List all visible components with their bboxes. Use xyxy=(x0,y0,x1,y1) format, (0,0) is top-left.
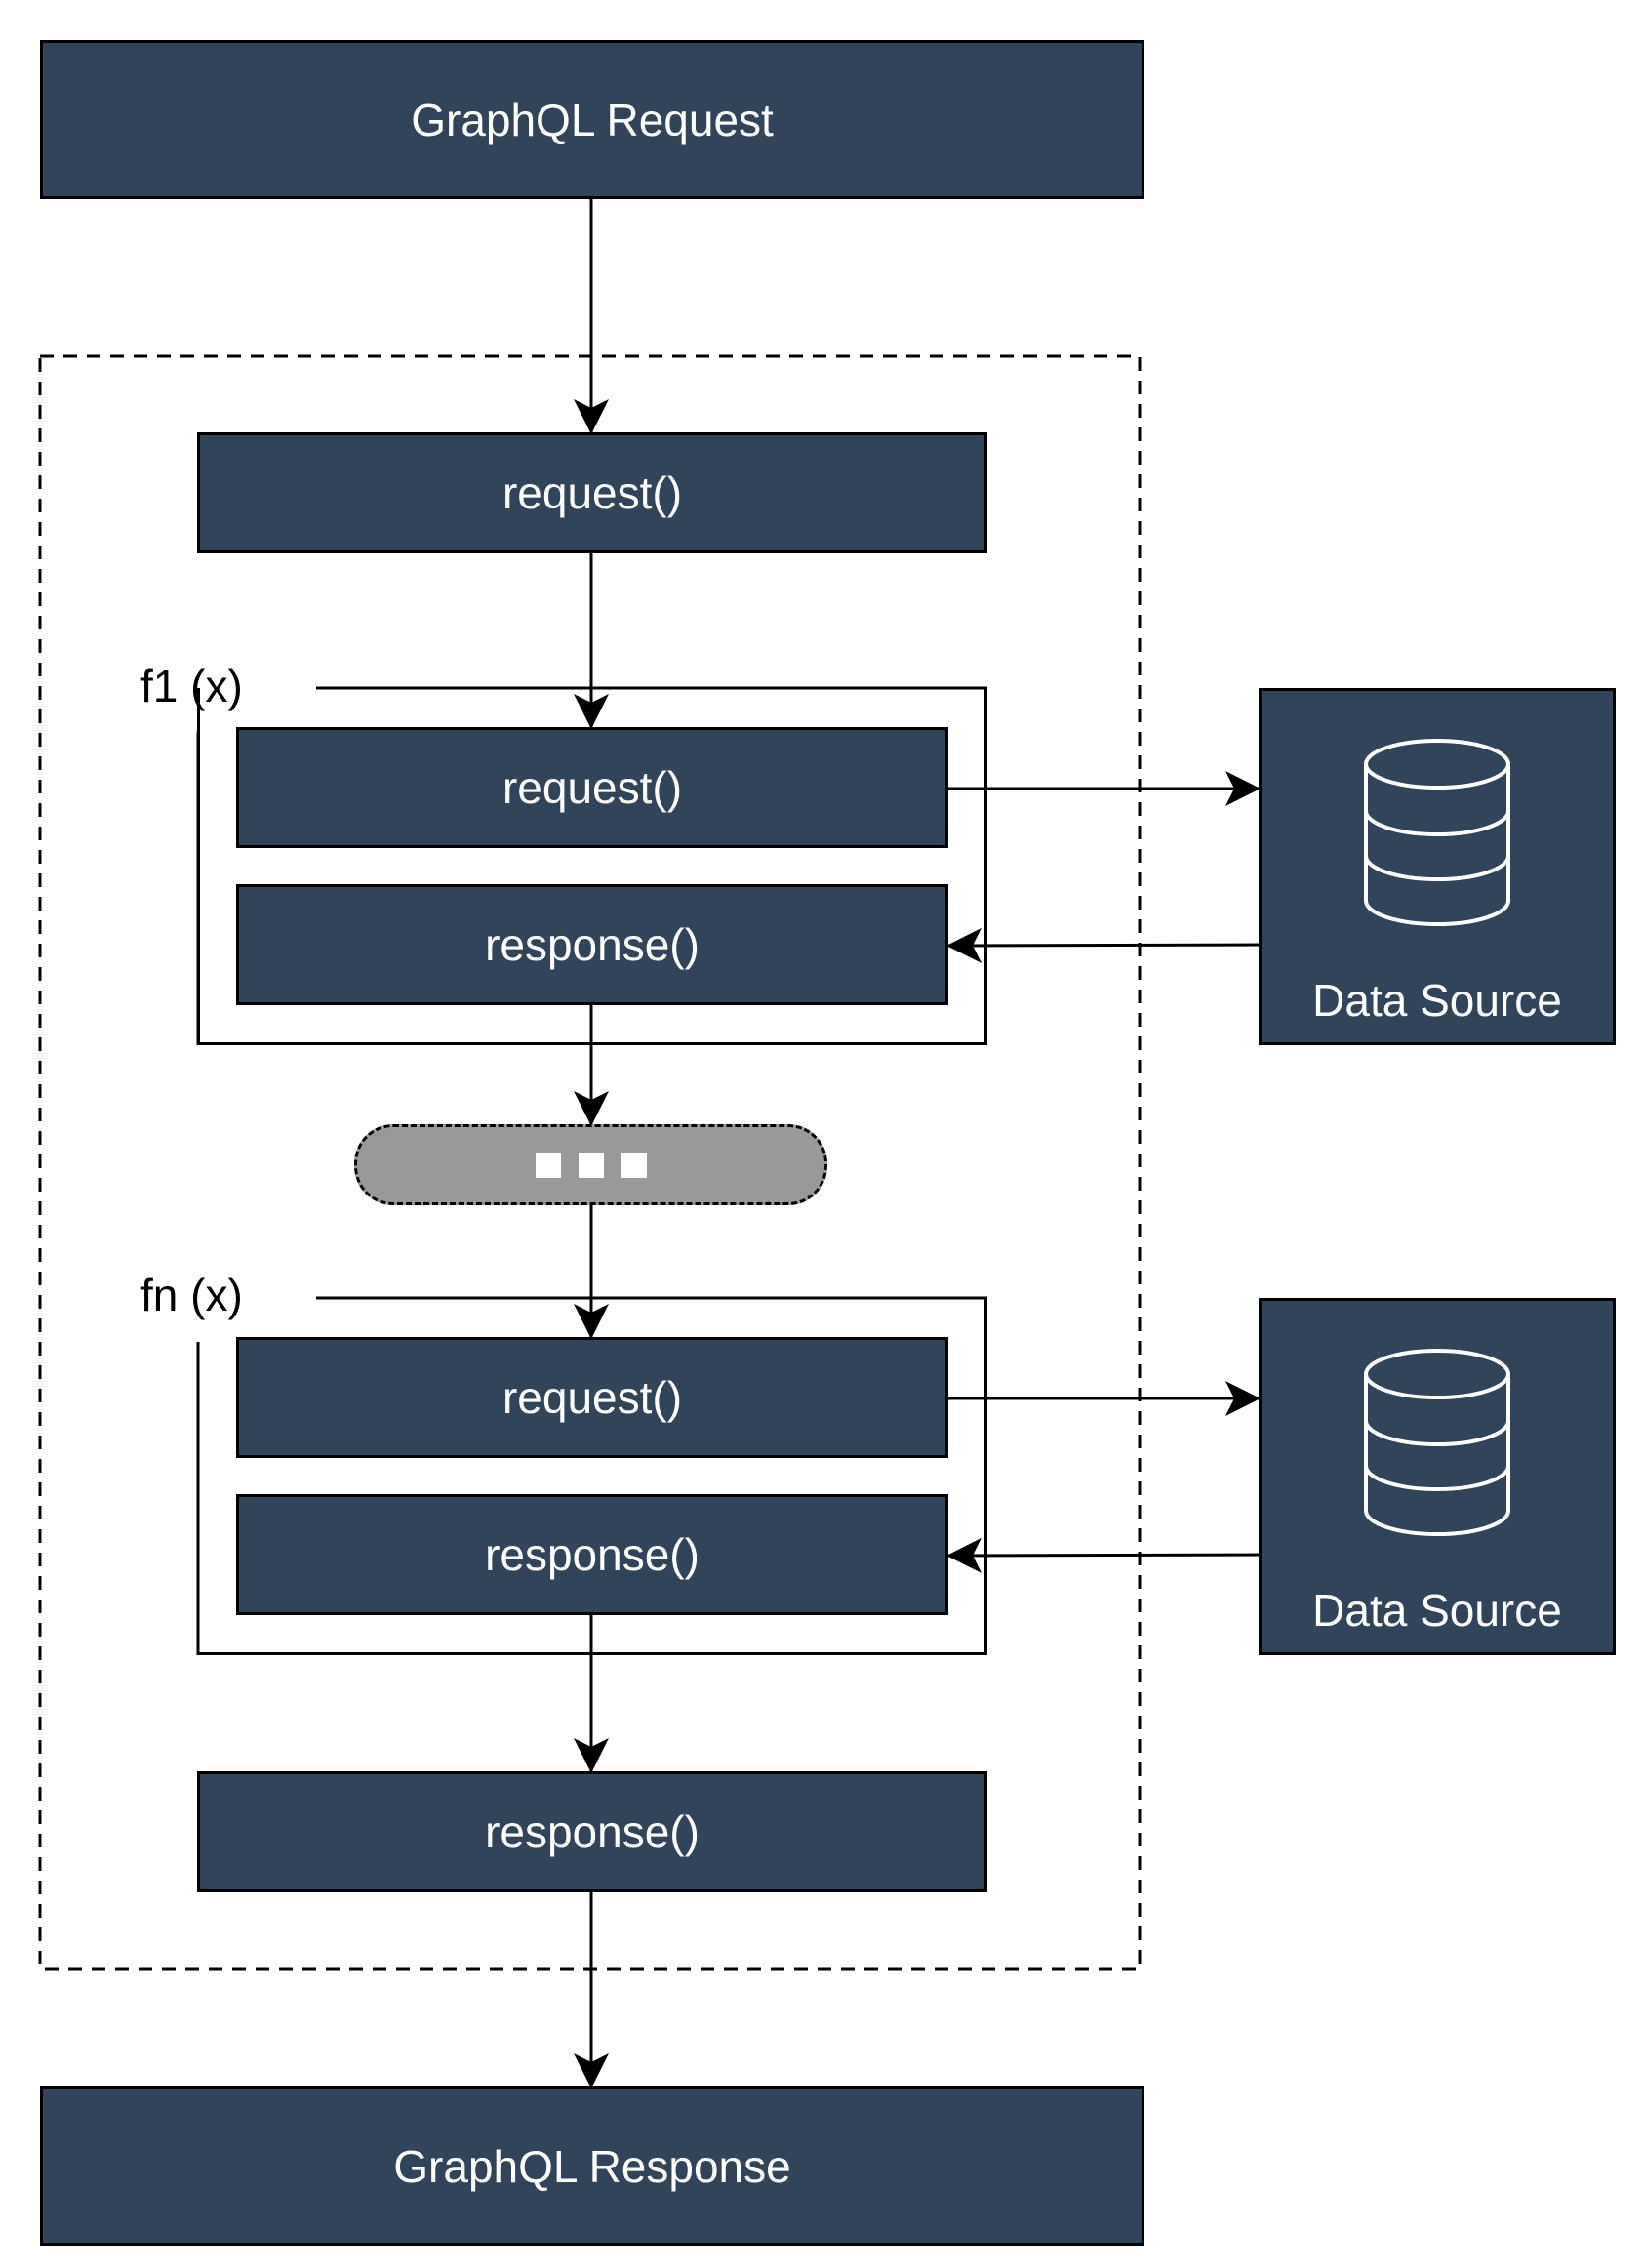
resolver-fn-label: fn (x) xyxy=(140,1270,243,1320)
database-icon xyxy=(1364,1349,1510,1536)
resolver-fn-group xyxy=(197,1298,987,1655)
resolver-fn-response-label: response() xyxy=(485,1529,700,1580)
resolver-fn-request-box: request() xyxy=(236,1337,948,1458)
graphql-request-label: GraphQL Request xyxy=(411,94,774,145)
resolver-f1-response-box: response() xyxy=(236,884,948,1005)
resolver-fn-response-box: response() xyxy=(236,1494,948,1615)
data-source-fn: Data Source xyxy=(1259,1298,1616,1655)
ellipsis-dot xyxy=(621,1152,647,1178)
ellipsis-dot xyxy=(578,1152,604,1178)
database-icon xyxy=(1364,739,1510,926)
resolver-fn-request-label: request() xyxy=(501,1372,683,1423)
pipeline-request-box: request() xyxy=(197,432,987,553)
data-source-f1: Data Source xyxy=(1259,688,1616,1045)
data-source-label: Data Source xyxy=(1312,975,1562,1026)
pipeline-response-box: response() xyxy=(197,1771,987,1892)
graphql-request-box: GraphQL Request xyxy=(40,40,1144,199)
data-source-label: Data Source xyxy=(1312,1585,1562,1636)
graphql-response-label: GraphQL Response xyxy=(393,2140,791,2192)
resolver-f1-request-box: request() xyxy=(236,727,948,848)
pipeline-response-label: response() xyxy=(485,1806,700,1857)
graphql-response-box: GraphQL Response xyxy=(40,2086,1144,2246)
arrow-datasource-to-f1-response xyxy=(946,927,1262,963)
pipeline-request-label: request() xyxy=(501,467,683,518)
resolver-f1-response-label: response() xyxy=(485,919,700,970)
ellipsis-dot xyxy=(535,1152,561,1178)
arrow-datasource-to-fn-response xyxy=(946,1537,1262,1573)
ellipsis-icon xyxy=(535,1152,647,1178)
resolver-f1-request-label: request() xyxy=(501,762,683,813)
resolver-f1-label: f1 (x) xyxy=(140,661,243,711)
ellipsis-placeholder xyxy=(354,1124,827,1205)
